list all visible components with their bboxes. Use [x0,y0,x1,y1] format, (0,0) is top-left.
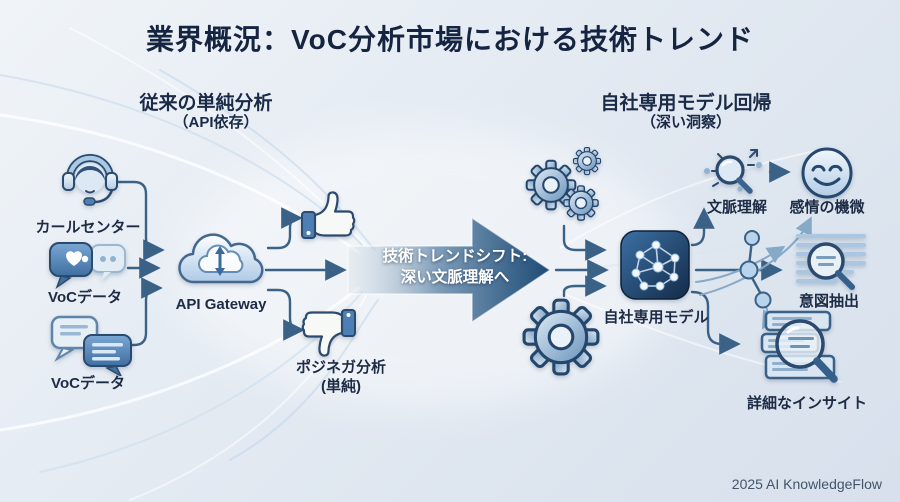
right-section-heading: 自社専用モデル回帰 [600,93,772,114]
network-node [744,230,760,246]
output-label-insight: 詳細なインサイト [746,395,868,412]
left-section-heading: 従来の単純分析 [139,93,273,114]
page-title: 業界概況：VoC分析市場における技術トレンド [146,24,754,55]
neural-network-icon [620,230,690,300]
output-label-intent: 意図抽出 [798,293,860,310]
footer-credit: 2025 AI KnowledgeFlow [731,476,882,492]
chat-lines-icon [50,315,132,376]
gateway-label: API Gateway [175,296,267,313]
cloud-sync-icon [178,233,264,284]
posnega-label-line1: ポジネガ分析 [295,359,387,376]
trend-shift-line1: 技術トレンドシフト: [382,248,528,265]
output-label-context: 文脈理解 [706,199,768,216]
thumbs-down-icon [301,309,356,357]
trend-shift-line2: 深い文脈理解へ [400,268,510,286]
gear-large-icon [522,298,600,376]
insight-documents-icon [760,310,838,383]
left-section-subheading: （API依存） [173,114,259,131]
source-label-voc-2: VoCデータ [51,375,125,392]
trend-shift-label: 技術トレンドシフト: 深い文脈理解へ [362,247,548,289]
chat-heart-icon [49,242,126,289]
posnega-label-line2: (単純) [321,378,361,395]
sentiment-smiley-icon [801,147,853,199]
source-label-voc-1: VoCデータ [48,289,122,306]
network-node [739,260,759,280]
model-label: 自社専用モデル [603,309,709,326]
gear-small-icon [572,146,602,176]
gear-small-icon [563,185,599,221]
trend-shift-arrow [347,216,552,324]
network-node [754,291,772,309]
source-label-call-center: カールセンター [35,219,141,236]
thumbs-up-icon [301,191,356,239]
intent-extraction-icon [796,234,866,290]
context-magnifier-icon [704,149,762,194]
right-section-subheading: （深い洞察） [640,114,732,131]
output-label-sentiment: 感情の機微 [789,199,865,216]
headset-agent-icon [62,154,118,206]
